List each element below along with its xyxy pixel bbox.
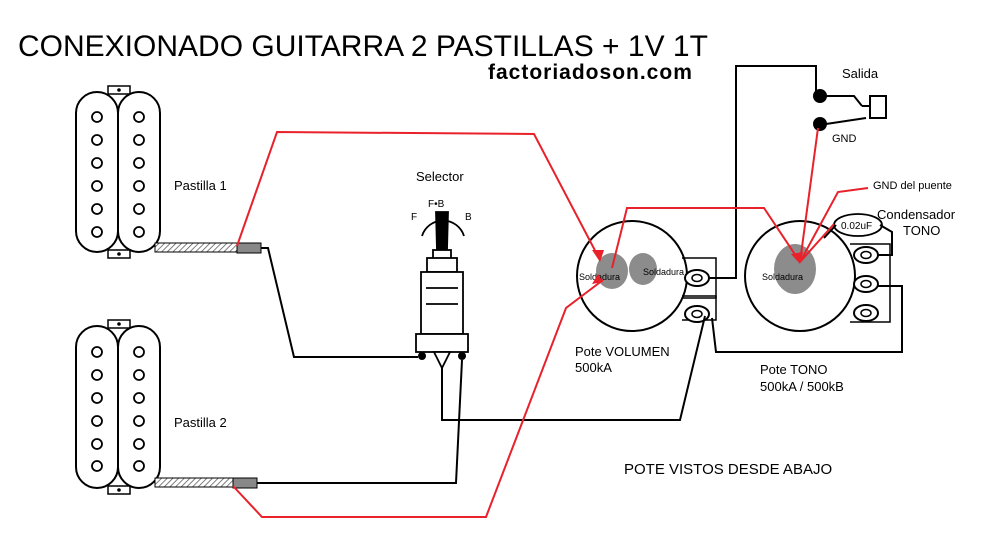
pickup-1-label: Pastilla 1 [174,178,227,193]
bridge-ground-label: GND del puente [873,180,952,192]
pickup-2-label: Pastilla 2 [174,415,227,430]
tone-pot [744,220,891,332]
capacitor-value: 0.02uF [841,221,872,232]
capacitor-title: Condensador [877,207,956,222]
tone-pot-value: 500kA / 500kB [760,379,844,394]
selector-f-label: F [411,212,417,223]
selector-label: Selector [416,169,464,184]
selector-fb-label: F•B [428,199,445,210]
capacitor-subtitle: TONO [903,223,940,238]
volume-pot-value: 500kA [575,360,612,375]
pickup-1 [75,85,161,259]
gnd-label: GND [832,133,857,145]
volume-solder-blob-1 [596,253,628,289]
volume-pot-label: Pote VOLUMEN [575,344,670,359]
output-label: Salida [842,66,879,81]
selector-right-lug [458,352,466,360]
pickup-2 [75,319,161,495]
arrowheads [592,250,803,284]
tone-pot-label: Pote TONO [760,362,827,377]
volume-solder-blob-2 [629,253,657,285]
volume-solder-label-2: Soldadura [643,267,684,277]
view-note: POTE VISTOS DESDE ABAJO [624,461,832,478]
selector-left-lug [418,352,426,360]
pickup-2-cable [154,477,258,489]
diagram-title: CONEXIONADO GUITARRA 2 PASTILLAS + 1V 1T [18,30,708,63]
selector-switch [415,211,469,371]
pickup-1-cable [154,242,262,254]
selector-b-label: B [465,212,472,223]
hot-wires [232,127,869,518]
tone-solder-label: Soldadura [762,272,803,282]
output-jack [813,89,887,131]
volume-pot [576,220,717,332]
ground-wires [257,65,903,484]
website-label: factoriadoson.com [488,61,693,84]
